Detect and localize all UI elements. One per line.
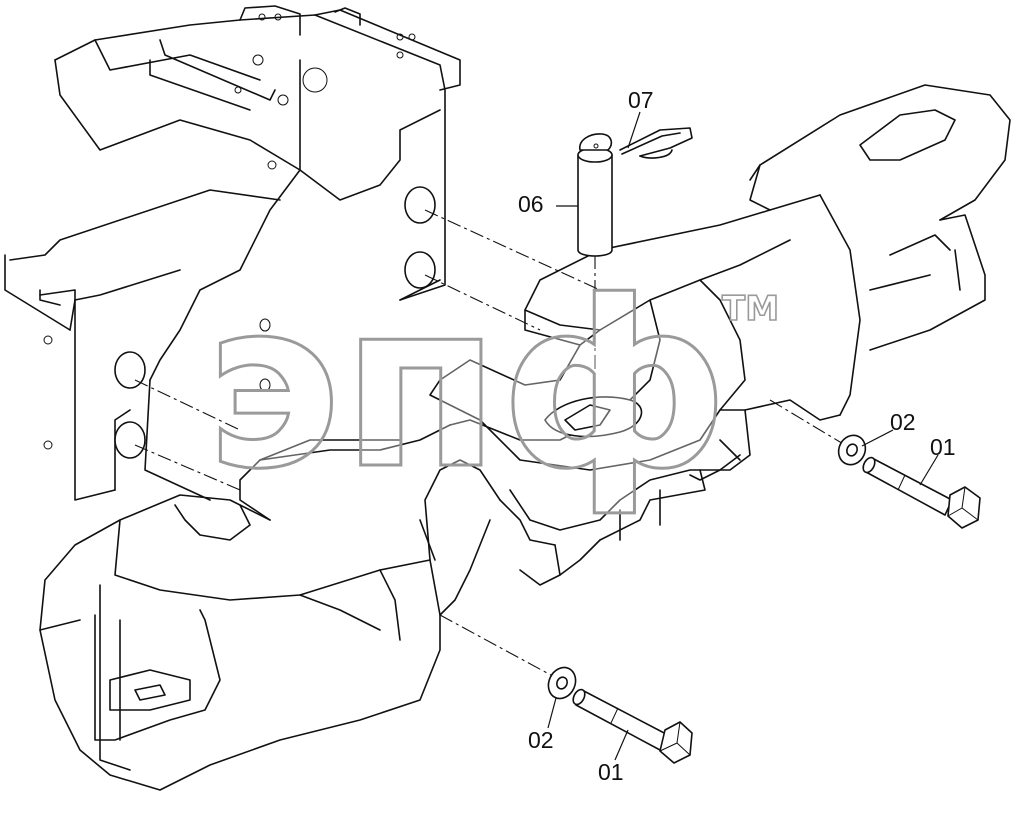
callout-02-bottom: 02: [528, 727, 554, 753]
bolt-01-bottom: [572, 688, 693, 764]
callout-02-right: 02: [890, 409, 916, 435]
callout-07: 07: [628, 87, 654, 113]
callout-01-bottom: 01: [598, 759, 624, 785]
center-lines: [134, 209, 846, 681]
watermark-trademark: TM: [722, 289, 779, 329]
clip-07: [619, 127, 693, 159]
watermark: эпф TM: [204, 252, 780, 522]
callout-06: 06: [518, 191, 544, 217]
washer-02-right: [837, 434, 867, 466]
washer-02-bottom: [547, 666, 577, 700]
watermark-text: эпф: [205, 253, 728, 520]
machine-frame: [4, 5, 461, 501]
callout-01-right: 01: [930, 434, 956, 460]
leader-lines: [547, 111, 939, 761]
callout-labels: 07 06 02 01 02 01: [518, 87, 956, 785]
bolt-01-right: [862, 456, 981, 529]
counterweight: [39, 84, 1011, 791]
pin-06: [577, 133, 613, 257]
